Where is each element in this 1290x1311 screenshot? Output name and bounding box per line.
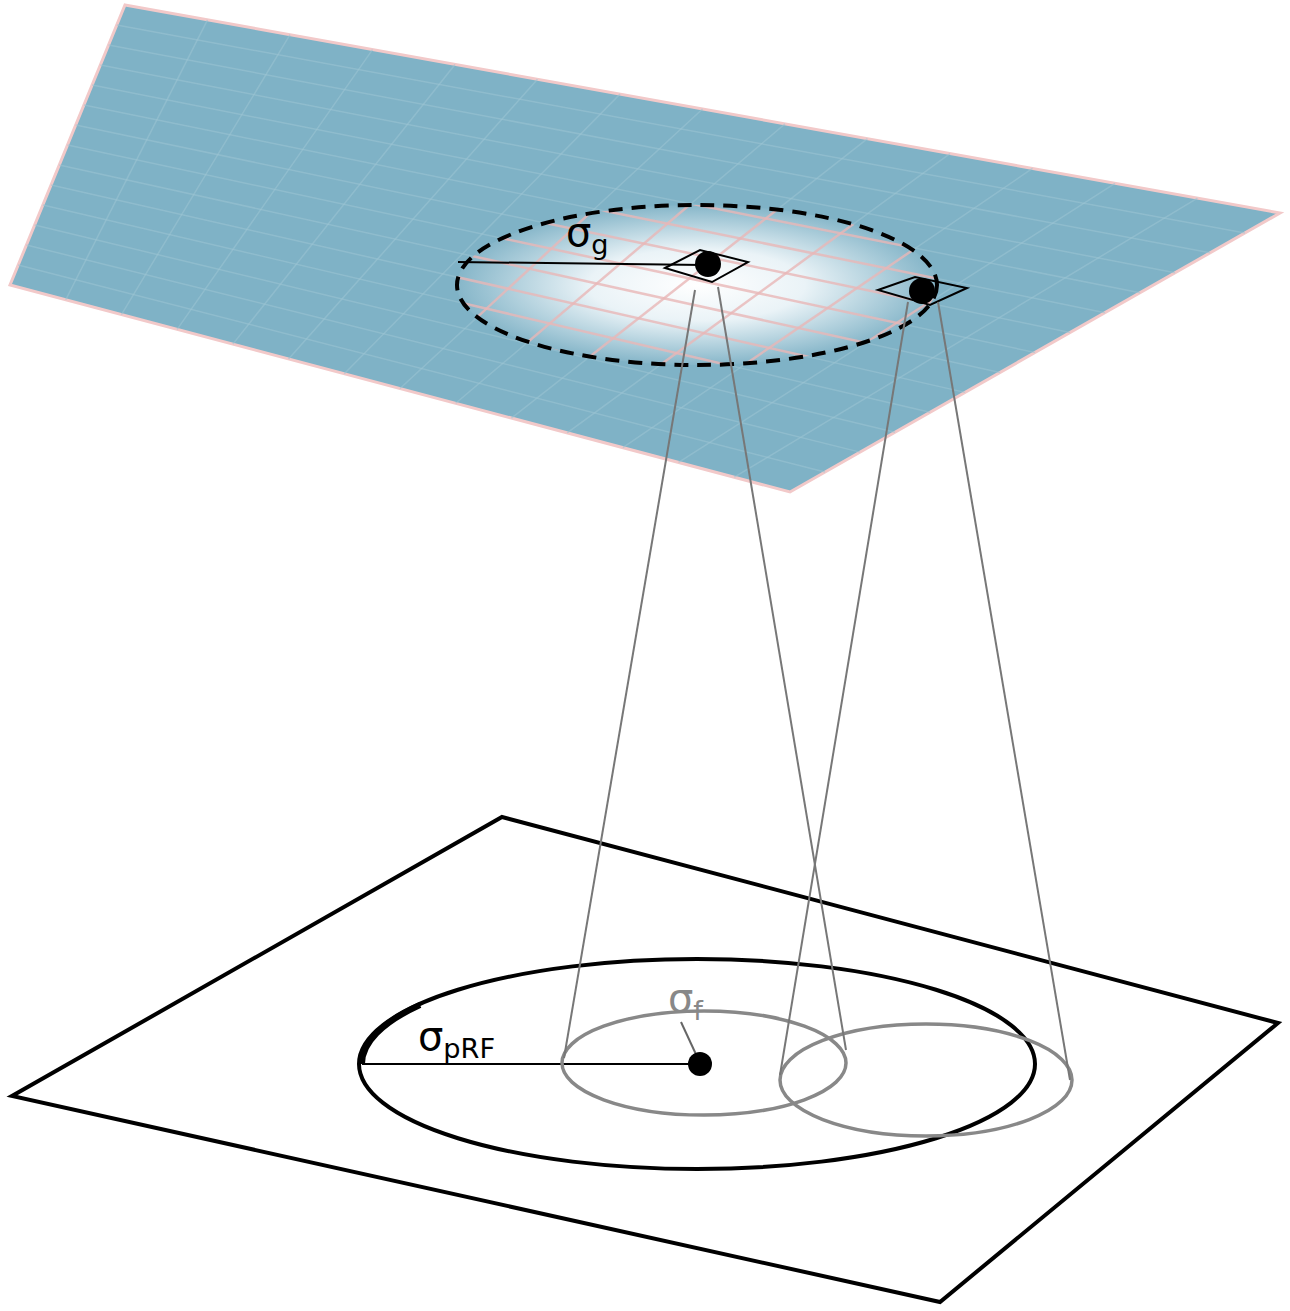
- sigma-f-label: σf: [668, 978, 703, 1018]
- grid-line: [51, 185, 965, 392]
- grid-line: [289, 79, 538, 359]
- grid-line: [18, 265, 825, 472]
- voxel-outline: [665, 250, 748, 282]
- grid-line: [76, 125, 1070, 333]
- grid-line: [511, 139, 867, 418]
- projection-lines: [564, 287, 1070, 1080]
- prf-center: [688, 1052, 712, 1076]
- sigma-g-label: σg: [566, 212, 609, 252]
- voxel-field: [562, 1011, 846, 1115]
- prf-ellipse-accent: [362, 1005, 420, 1064]
- grid-line: [117, 25, 1245, 233]
- grid-line: [35, 225, 895, 432]
- cortical-plane: [10, 5, 1280, 492]
- voxel-field: [780, 1024, 1072, 1136]
- grid-line: [344, 94, 620, 374]
- grid-line: [233, 64, 455, 344]
- voxel-outline: [878, 277, 967, 305]
- grid-line: [26, 245, 860, 452]
- grid-line: [51, 185, 965, 392]
- sigma-prf-radius: [362, 1063, 700, 1065]
- grid-line: [121, 35, 290, 315]
- sigma-g-radius: [458, 262, 703, 265]
- grid-highlight: [18, 20, 1245, 477]
- grid-line: [84, 105, 1105, 313]
- grid-line: [456, 124, 785, 403]
- voxel-dot: [909, 278, 935, 304]
- grid-line: [59, 165, 1000, 372]
- grid-line: [679, 183, 1115, 462]
- grid-line: [43, 205, 930, 412]
- sigma-prf-label: σpRF: [418, 1016, 495, 1056]
- visual-field-plane: [12, 817, 1278, 1302]
- grid-line: [66, 20, 208, 300]
- grid-line: [623, 168, 1033, 447]
- plane-grid: [18, 20, 1245, 477]
- dashed-boundary: [457, 205, 937, 365]
- grid-line: [177, 50, 372, 330]
- voxel-dot: [695, 251, 721, 277]
- grid-line: [734, 198, 1197, 477]
